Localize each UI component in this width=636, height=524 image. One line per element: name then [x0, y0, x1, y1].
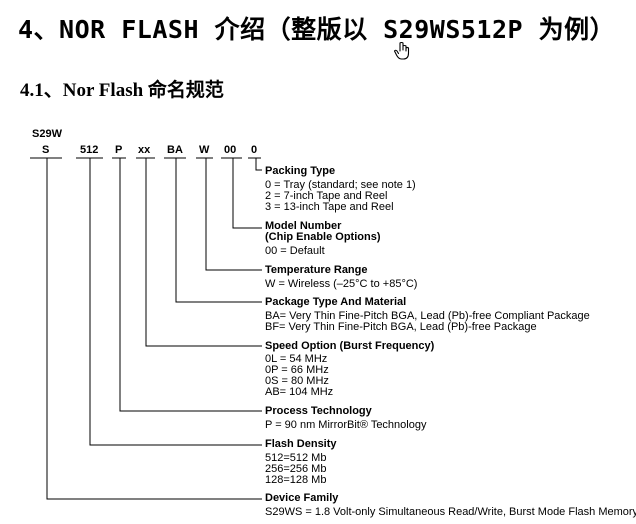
- temperature-range-line: W = Wireless (–25°C to +85°C): [265, 278, 418, 290]
- part-code-packing: 0: [251, 144, 258, 156]
- flash-density-line: 128=128 Mb: [265, 474, 327, 486]
- part-prefix: S29W: [32, 128, 62, 140]
- part-code-process: P: [115, 144, 123, 156]
- flash-density-title: Flash Density: [265, 438, 337, 450]
- speed-option-line: 0P = 66 MHz: [265, 364, 329, 376]
- temperature-range-title: Temperature Range: [265, 264, 368, 276]
- hand-pointer-icon: [394, 42, 410, 60]
- speed-option-title: Speed Option (Burst Frequency): [265, 340, 435, 352]
- page-heading: 4、NOR FLASH 介绍（整版以 S29WS512P 为例）: [18, 15, 616, 44]
- model-number-title: Model Number: [265, 220, 342, 232]
- section-subheading: 4.1、Nor Flash 命名规范: [20, 80, 224, 101]
- model-number-subtitle: (Chip Enable Options): [265, 231, 381, 243]
- flash-density-line: 512=512 Mb: [265, 452, 327, 464]
- packing-type-line: 0 = Tray (standard; see note 1): [265, 179, 416, 191]
- packing-type-title: Packing Type: [265, 165, 336, 177]
- process-technology-title: Process Technology: [265, 405, 372, 417]
- speed-option-line: 0S = 80 MHz: [265, 375, 329, 387]
- packing-type-line: 3 = 13-inch Tape and Reel: [265, 201, 394, 213]
- model-number-line: 00 = Default: [265, 245, 325, 257]
- part-code-temperature: W: [199, 144, 210, 156]
- package-type-title: Package Type And Material: [265, 296, 407, 308]
- part-code-density: 512: [80, 144, 99, 156]
- package-type-line: BF= Very Thin Fine-Pitch BGA, Lead (Pb)-…: [265, 321, 537, 333]
- speed-option-line: 0L = 54 MHz: [265, 353, 328, 365]
- part-code-model: 00: [224, 144, 237, 156]
- speed-option-line: AB= 104 MHz: [265, 386, 334, 398]
- package-type-line: BA= Very Thin Fine-Pitch BGA, Lead (Pb)-…: [265, 310, 590, 322]
- process-technology-line: P = 90 nm MirrorBit® Technology: [265, 419, 427, 431]
- packing-type-line: 2 = 7-inch Tape and Reel: [265, 190, 388, 202]
- part-code-family: S: [42, 144, 50, 156]
- device-family-line: S29WS = 1.8 Volt-only Simultaneous Read/…: [265, 506, 636, 518]
- device-family-title: Device Family: [265, 492, 339, 504]
- part-code-speed: xx: [138, 144, 151, 156]
- flash-density-line: 256=256 Mb: [265, 463, 327, 475]
- part-code-package: BA: [167, 144, 183, 156]
